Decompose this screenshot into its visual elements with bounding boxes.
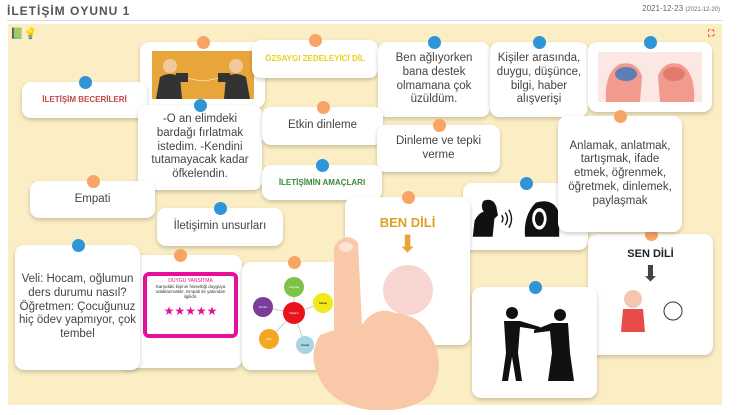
pin	[644, 36, 657, 49]
card-image-brains[interactable]	[588, 36, 712, 112]
card-iletisim-becerileri[interactable]: İLETİŞİM BECERİLERİ	[22, 76, 147, 118]
diagram-node: Dönüt	[258, 305, 266, 309]
bubble-text: Karşıdaki kişinin hissettiği duyguya oda…	[155, 283, 226, 300]
diagram-node: Kanal	[301, 343, 309, 347]
speech-bubble: DUYGU YANSITMA Karşıdaki kişinin hissett…	[143, 271, 238, 338]
card-text: Kişiler arasında, duygu, düşünce, bilgi,…	[496, 51, 582, 106]
arrow-down-icon: ⬇	[641, 261, 660, 287]
card-unsurlari[interactable]: İletişimin unsurları	[157, 202, 283, 246]
card-text: Empati	[74, 192, 111, 205]
diagram-center: İletişim	[289, 310, 299, 315]
lightbulb-icon[interactable]: 💡	[23, 28, 38, 40]
card-ozsaygi[interactable]: ÖZSAYGI ZEDELEYİCİ DİL	[252, 34, 378, 78]
pin	[194, 99, 207, 112]
card-text: Dinleme ve tepki verme	[395, 134, 481, 161]
card-anlamak[interactable]: Anlamak, anlatmak, tartışmak, ifade etme…	[558, 110, 682, 232]
date: 2021-12-23 (2021-12-20)	[642, 4, 720, 13]
card-image-argument[interactable]	[472, 281, 597, 398]
card-text: Etkin dinleme	[287, 119, 358, 132]
card-veli[interactable]: Veli: Hocam, oğlumun ders durumu nasıl? …	[15, 239, 140, 370]
card-image-sen-dili[interactable]: SEN DİLİ ⬇	[588, 228, 713, 355]
diagram-image: İletişim Kaynak Mesaj Kanal Alıcı Dönüt	[252, 277, 333, 354]
girl-image	[382, 264, 433, 315]
pin	[86, 175, 100, 188]
card-o-an[interactable]: -O an elimdeki bardağı fırlatmak istedim…	[138, 99, 262, 190]
pin	[287, 256, 301, 269]
card-empati[interactable]: Empati	[30, 175, 155, 218]
fullscreen-icon[interactable]: ⛶	[708, 28, 715, 38]
pin	[309, 34, 322, 47]
card-text: BEN DİLİ	[379, 215, 436, 230]
card-dinleme-tepki[interactable]: Dinleme ve tepki verme	[377, 119, 500, 172]
date-small: (2021-12-20)	[685, 7, 720, 13]
card-iletisimin-amaclari[interactable]: İLETİŞİMİN AMAÇLARI	[262, 159, 382, 200]
card-text: ÖZSAYGI ZEDELEYİCİ DİL	[265, 54, 365, 64]
help-book-icon[interactable]: 📗	[10, 28, 24, 40]
brains-image	[598, 52, 702, 102]
diagram-node: Alıcı	[266, 337, 272, 341]
card-etkin-dinleme[interactable]: Etkin dinleme	[262, 101, 383, 145]
pin	[401, 191, 415, 204]
card-text: İLETİŞİMİN AMAÇLARI	[278, 177, 366, 187]
pin	[316, 159, 329, 172]
card-text: SEN DİLİ	[627, 248, 674, 260]
pin	[428, 36, 441, 49]
date-main: 2021-12-23	[642, 4, 684, 13]
card-text: Veli: Hocam, oğlumun ders durumu nasıl? …	[19, 273, 136, 341]
pin	[214, 202, 227, 215]
page-title: İLETİŞİM OYUNU 1	[7, 4, 131, 18]
pin	[71, 239, 85, 252]
stars: ★★★★★	[163, 303, 218, 318]
pointing-hand-icon	[313, 237, 439, 410]
card-ben-agliyorken[interactable]: Ben ağlıyorken bana destek olmamana çok …	[378, 36, 490, 117]
pin	[174, 249, 187, 262]
pin	[614, 110, 627, 123]
pin	[316, 101, 330, 114]
argument-image	[501, 306, 574, 381]
card-image-tin-can-phone[interactable]	[140, 36, 265, 108]
bubble-title: DUYGU YANSITMA	[168, 277, 213, 284]
diagram-node: Kaynak	[288, 285, 299, 289]
divider	[7, 20, 723, 21]
pin	[533, 36, 546, 49]
card-text: İLETİŞİM BECERİLERİ	[42, 95, 127, 105]
card-text: İletişimin unsurları	[173, 220, 267, 233]
card-text: Anlamak, anlatmak, tartışmak, ifade etme…	[568, 139, 672, 207]
tin-can-phone-image	[151, 51, 254, 99]
shouting-girl-image	[620, 290, 682, 333]
card-text: -O an elimdeki bardağı fırlatmak istedim…	[151, 113, 249, 181]
pin	[78, 76, 92, 89]
card-kisiler[interactable]: Kişiler arasında, duygu, düşünce, bilgi,…	[490, 36, 588, 117]
toolbar: 📗💡	[10, 27, 37, 40]
pin	[196, 36, 210, 49]
pin	[528, 281, 542, 294]
pin	[432, 119, 446, 132]
speaking-ear-image	[472, 199, 560, 237]
card-text: Ben ağlıyorken bana destek olmamana çok …	[395, 51, 473, 106]
pin	[519, 177, 533, 190]
diagram-node: Mesaj	[318, 301, 326, 305]
arrow-down-icon: ⬇	[397, 230, 418, 258]
